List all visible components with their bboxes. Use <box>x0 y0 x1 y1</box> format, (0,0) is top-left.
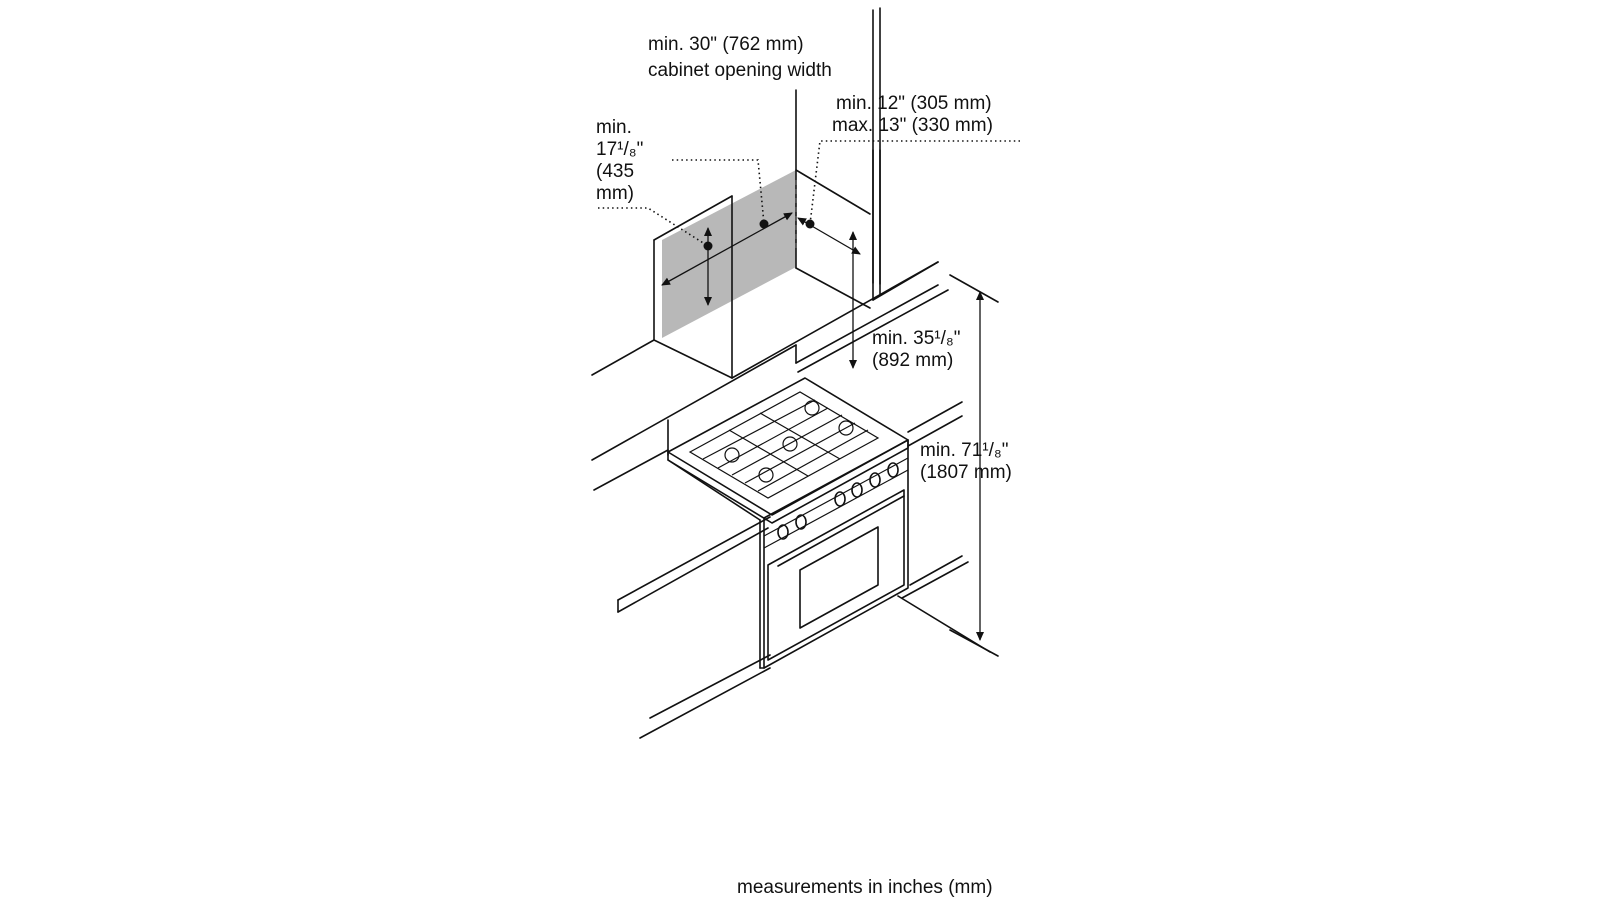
hood-width-label: min. 17¹/₈" (435 mm) <box>596 117 644 204</box>
total-height-label: min. 71¹/₈" (1807 mm) <box>920 440 1012 483</box>
range-icon <box>667 377 909 669</box>
depth-dimension <box>797 140 1020 255</box>
burner-grate-icon <box>688 391 880 499</box>
hood-width-dimension <box>598 207 793 306</box>
cabinet-width-label: min. 30" (762 mm) cabinet opening width <box>648 34 832 81</box>
shaded-side-panel <box>662 170 796 338</box>
hood-clearance-label: min. 35¹/₈" (892 mm) <box>872 328 961 371</box>
footer-note: measurements in inches (mm) <box>737 877 993 898</box>
control-knob-icon <box>777 462 899 540</box>
total-height-dimension <box>949 274 999 657</box>
countertop-right <box>897 401 991 653</box>
depth-label: min. 12" (305 mm) max. 13" (330 mm) <box>832 93 993 136</box>
oven-door-icon <box>767 489 905 661</box>
countertop-left <box>591 284 949 739</box>
wall-cabinet-right <box>872 7 939 301</box>
